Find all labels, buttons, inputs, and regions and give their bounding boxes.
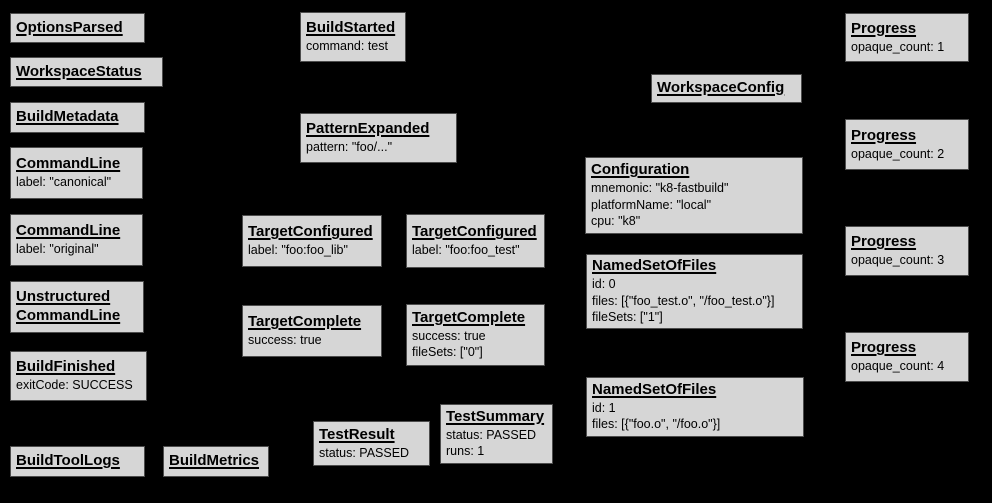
- node-build-started: BuildStarted command: test: [300, 12, 406, 62]
- node-detail: label: "canonical": [16, 175, 112, 190]
- node-detail: status: PASSED: [319, 445, 410, 460]
- node-title: CommandLine: [16, 307, 121, 324]
- node-title: NamedSetOfFiles: [592, 257, 717, 275]
- node-title: Progress: [851, 19, 917, 37]
- node-test-result: TestResult status: PASSED: [313, 421, 430, 466]
- node-pattern-expanded: PatternExpanded pattern: "foo/...": [300, 113, 457, 163]
- node-detail: runs: 1: [446, 444, 485, 459]
- node-title: OptionsParsed: [16, 18, 123, 36]
- node-detail: exitCode: SUCCESS: [16, 378, 133, 393]
- node-detail: success: true: [248, 333, 322, 348]
- node-detail: status: PASSED: [446, 427, 537, 442]
- node-detail: label: "original": [16, 242, 99, 257]
- node-title: TargetComplete: [412, 309, 526, 327]
- node-title: CommandLine: [16, 222, 121, 240]
- node-build-finished: BuildFinished exitCode: SUCCESS: [10, 351, 147, 401]
- node-title: Configuration: [591, 161, 690, 179]
- node-title: Progress: [851, 233, 917, 251]
- node-target-configured-foo-lib: TargetConfigured label: "foo:foo_lib": [242, 215, 382, 267]
- node-progress-4: Progress opaque_count: 4: [845, 332, 969, 382]
- node-title: TargetComplete: [248, 313, 362, 331]
- node-detail: files: [{"foo_test.o", "/foo_test.o"}]: [592, 293, 775, 308]
- node-title: TestSummary: [446, 408, 545, 426]
- node-build-tool-logs: BuildToolLogs: [10, 446, 145, 477]
- node-title: TestResult: [319, 425, 395, 443]
- node-detail: opaque_count: 2: [851, 146, 945, 161]
- node-command-line-original: CommandLine label: "original": [10, 214, 143, 266]
- node-detail: cpu: "k8": [591, 214, 641, 229]
- node-title: BuildMetadata: [16, 108, 119, 126]
- node-title: PatternExpanded: [306, 120, 430, 138]
- node-title: WorkspaceStatus: [16, 62, 142, 80]
- node-detail: mnemonic: "k8-fastbuild": [591, 181, 729, 196]
- node-progress-3: Progress opaque_count: 3: [845, 226, 969, 276]
- node-detail: fileSets: ["0"]: [412, 345, 483, 360]
- node-target-configured-foo-test: TargetConfigured label: "foo:foo_test": [406, 214, 545, 268]
- node-title: BuildToolLogs: [16, 452, 120, 470]
- node-detail: success: true: [412, 328, 486, 343]
- node-title: CommandLine: [16, 155, 121, 173]
- node-detail: files: [{"foo.o", "/foo.o"}]: [592, 417, 721, 432]
- node-detail: command: test: [306, 39, 388, 54]
- node-target-complete-foo-lib: TargetComplete success: true: [242, 305, 382, 357]
- node-progress-2: Progress opaque_count: 2: [845, 119, 969, 170]
- node-detail: platformName: "local": [591, 197, 712, 212]
- node-detail: id: 0: [592, 277, 616, 292]
- node-title: Unstructured: [16, 288, 111, 306]
- node-build-metadata: BuildMetadata: [10, 102, 145, 133]
- node-workspace-status: WorkspaceStatus: [10, 57, 163, 87]
- node-detail: opaque_count: 3: [851, 253, 945, 268]
- node-options-parsed: OptionsParsed: [10, 13, 145, 43]
- node-title: BuildStarted: [306, 19, 396, 37]
- node-detail: id: 1: [592, 400, 616, 415]
- node-title: BuildFinished: [16, 358, 116, 376]
- node-title: TargetConfigured: [248, 223, 373, 241]
- node-command-line-canonical: CommandLine label: "canonical": [10, 147, 143, 199]
- node-title: WorkspaceConfig: [657, 79, 785, 97]
- node-title: Progress: [851, 126, 917, 144]
- node-detail: label: "foo:foo_lib": [248, 243, 348, 258]
- node-title: NamedSetOfFiles: [592, 381, 717, 399]
- node-detail: opaque_count: 1: [851, 39, 945, 54]
- node-configuration: Configuration mnemonic: "k8-fastbuild"pla…: [585, 157, 803, 234]
- node-build-metrics: BuildMetrics: [163, 446, 269, 477]
- node-title: BuildMetrics: [169, 452, 260, 470]
- node-workspace-config: WorkspaceConfig: [651, 74, 802, 103]
- node-title: TargetConfigured: [412, 223, 537, 241]
- node-title: Progress: [851, 339, 917, 357]
- node-detail: label: "foo:foo_test": [412, 243, 520, 258]
- node-progress-1: Progress opaque_count: 1: [845, 13, 969, 62]
- node-detail: opaque_count: 4: [851, 359, 945, 374]
- node-detail: pattern: "foo/...": [306, 140, 393, 155]
- node-detail: fileSets: ["1"]: [592, 310, 663, 325]
